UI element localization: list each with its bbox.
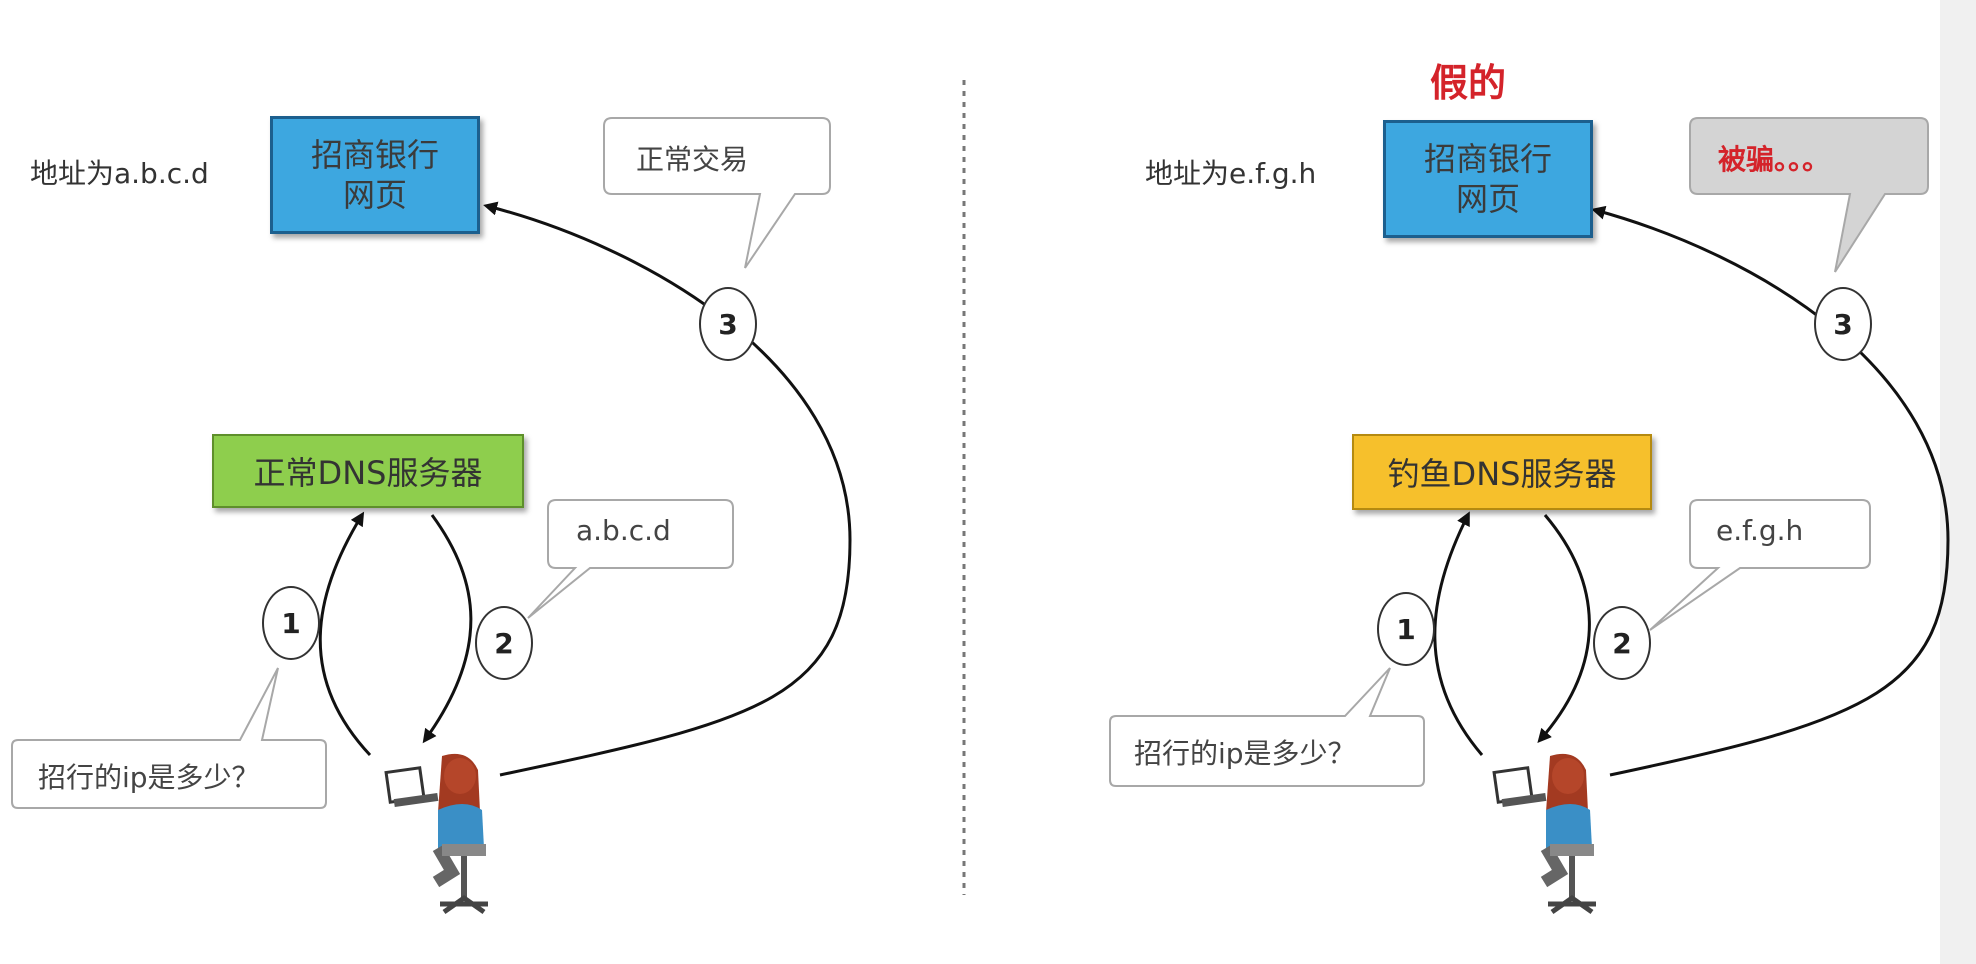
- right-scammed-text: 被骗。。。: [1718, 143, 1831, 176]
- left-step-2: 2: [475, 606, 533, 680]
- right-address-label: 地址为e.f.g.h: [1145, 152, 1316, 192]
- left-address-text: 地址为a.b.c.d: [30, 157, 209, 190]
- left-ip-text: a.b.c.d: [576, 514, 671, 547]
- right-bank-line2: 网页: [1455, 180, 1520, 218]
- left-question-bubble: [11, 667, 327, 809]
- right-ip-text: e.f.g.h: [1716, 514, 1804, 547]
- left-question-text: 招行的ip是多少？: [38, 761, 260, 794]
- left-arrow-response: [422, 514, 473, 744]
- right-address-text: 地址为e.f.g.h: [1145, 157, 1317, 190]
- right-phishing-dns-box: 钓鱼DNS服务器: [1352, 434, 1652, 510]
- left-address-label: 地址为a.b.c.d: [30, 152, 209, 192]
- right-step-3: 3: [1814, 287, 1872, 361]
- left-bank-page-box: 招商银行 网页: [270, 116, 480, 234]
- right-step-2: 2: [1593, 606, 1651, 680]
- left-ip-bubble: [527, 499, 734, 619]
- left-dns-label: 正常DNS服务器: [253, 454, 483, 492]
- left-trade-bubble: [603, 117, 831, 269]
- left-step-3: 3: [699, 287, 757, 361]
- right-question-bubble: [1109, 667, 1425, 787]
- right-dns-label: 钓鱼DNS服务器: [1387, 455, 1617, 493]
- right-arrow-response: [1537, 514, 1591, 744]
- left-trade-text: 正常交易: [636, 143, 749, 176]
- right-ip-bubble: [1649, 499, 1871, 631]
- right-user-at-laptop-icon: [1492, 753, 1596, 915]
- right-edge-strip: [1940, 0, 1976, 964]
- left-user-at-laptop-icon: [384, 753, 488, 915]
- left-bank-line2: 网页: [342, 176, 407, 214]
- right-arrow-query: [1433, 511, 1484, 756]
- right-fake-bank-page-box: 招商银行 网页: [1383, 120, 1593, 238]
- right-trade-bubble: [1689, 117, 1929, 273]
- left-normal-dns-box: 正常DNS服务器: [212, 434, 524, 508]
- left-arrow-visit: [483, 201, 852, 777]
- left-bank-line1: 招商银行: [310, 136, 439, 174]
- left-arrow-query: [318, 511, 372, 757]
- right-fake-label: 假的: [1430, 60, 1507, 105]
- right-arrow-visit: [1591, 205, 1950, 777]
- right-question-text: 招行的ip是多少？: [1134, 737, 1356, 770]
- left-step-1: 1: [262, 586, 320, 660]
- right-step-1: 1: [1377, 592, 1435, 666]
- right-bank-line1: 招商银行: [1423, 140, 1552, 178]
